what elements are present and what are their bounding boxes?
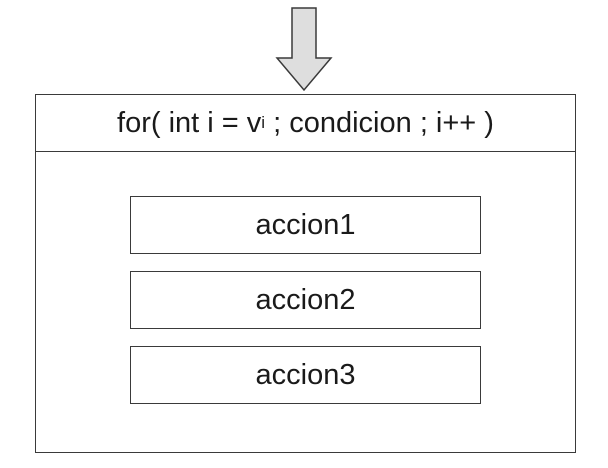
loop-header-prefix: for( int i = v	[117, 106, 262, 139]
loop-header-suffix: ; condicion ; i++ )	[265, 106, 494, 139]
action-box-1: accion1	[130, 196, 481, 254]
action-label: accion2	[255, 283, 356, 316]
action-label: accion1	[255, 208, 356, 241]
action-box-2: accion2	[130, 271, 481, 329]
down-arrow-icon	[275, 7, 333, 92]
action-box-3: accion3	[130, 346, 481, 404]
loop-header-subscript: i	[261, 113, 266, 132]
action-label: accion3	[255, 358, 356, 391]
